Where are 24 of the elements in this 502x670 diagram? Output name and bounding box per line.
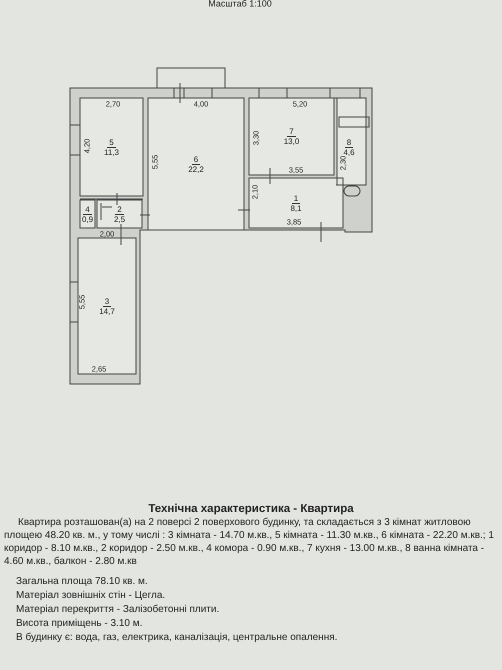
room-number: 3 (102, 296, 112, 306)
description-text: Квартира розташован(а) на 2 поверсі 2 поверхового будинку, та складається з 3 кімнат житловою площею 48.20 кв. м., у тому числі : 3 кімната - 14.70 м.кв., 5 кімната - 11.30 м.кв., 6 кімната - 22.20 м.кв.; 1 коридор - 8.10 м.кв., 2 коридор - 2.50 м.кв., 4 комора - 0.90 м.кв., 7 кухня - 13.00 м.кв., 8 ванна кімната - 4.60 м.кв., балкон - 2.80 м.кв (4, 516, 495, 568)
room-number: 7 (287, 127, 296, 137)
scale-label: Масштаб 1:100 (208, 0, 272, 8)
description-text: Матеріал перекриття - Залізобетонні плити. (16, 603, 220, 616)
description-text: Висота приміщень - 3.10 м. (16, 617, 144, 630)
room-area: 2,5 (114, 214, 126, 224)
room-number: 1 (292, 194, 300, 204)
description-text: Загальна площа 78.10 кв. м. (16, 575, 149, 588)
description-text: В будинку є: вода, газ, електрика, каналізація, центральне опалення. (16, 631, 338, 644)
room-number: 6 (192, 154, 200, 164)
room-area: 22,2 (188, 164, 204, 174)
room-area: 4,6 (343, 148, 355, 157)
room-number: 2 (115, 204, 124, 214)
room-area: 8,1 (290, 204, 302, 212)
description-text: Матеріал зовнішніх стін - Цегла. (16, 589, 166, 602)
room-area: 13,0 (284, 137, 300, 146)
room-area: 0,9 (82, 214, 94, 224)
heading: Технічна характеристика - Квартира (147, 503, 355, 515)
room-number: 8 (344, 138, 354, 148)
room-number: 4 (83, 204, 92, 214)
room-area: 14,7 (99, 306, 115, 316)
room-number: 5 (107, 138, 116, 148)
room-area: 11,3 (104, 148, 119, 156)
